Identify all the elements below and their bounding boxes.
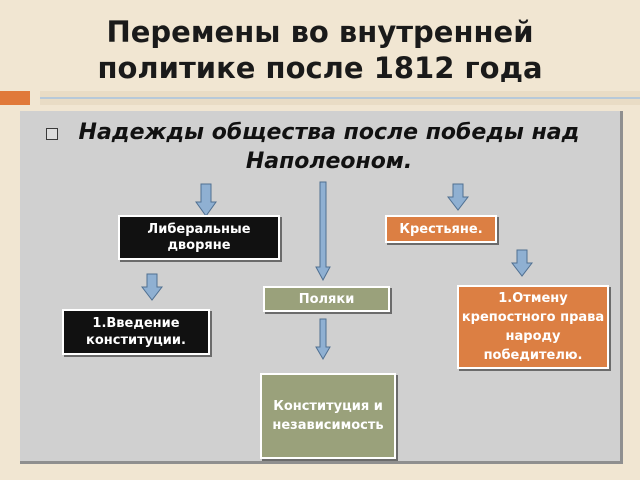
node-peasants: Крестьяне. <box>385 215 497 243</box>
title-line-1: Перемены во внутренней <box>106 15 534 49</box>
node-serfdom-abolition-label: 1.Отмену крепостного права народу победи… <box>461 291 605 363</box>
bullet-heading: Надежды общества после победы над Наполе… <box>78 120 580 174</box>
node-constitution-independence-label: Конституция и независимость <box>272 399 384 433</box>
node-poles: Поляки <box>263 286 390 312</box>
title-line-2: политике после 1812 года <box>97 51 543 85</box>
arrow-down-icon-independence <box>315 318 331 360</box>
accent-bar <box>0 91 30 105</box>
arrow-down-icon-poles <box>315 181 331 281</box>
slide-title: Перемены во внутренней политике после 18… <box>0 14 640 86</box>
node-constitution-intro: 1.Введение конституции. <box>62 309 210 355</box>
arrow-down-icon-serfdom <box>511 249 533 277</box>
arrow-down-icon-peasants <box>447 183 469 211</box>
node-peasants-label: Крестьяне. <box>399 221 483 237</box>
node-liberal-nobles: Либеральные дворяне <box>118 215 280 260</box>
arrow-down-icon-nobles <box>195 183 217 217</box>
bullet-square-icon <box>46 128 58 140</box>
divider-line <box>40 97 640 99</box>
arrow-down-icon-constitution <box>141 273 163 301</box>
node-liberal-nobles-label: Либеральные дворяне <box>147 221 251 253</box>
node-constitution-independence: Конституция и независимость <box>260 373 396 459</box>
node-poles-label: Поляки <box>298 291 355 307</box>
node-serfdom-abolition: 1.Отмену крепостного права народу победи… <box>457 285 609 369</box>
node-constitution-intro-label: 1.Введение конституции. <box>86 316 186 348</box>
